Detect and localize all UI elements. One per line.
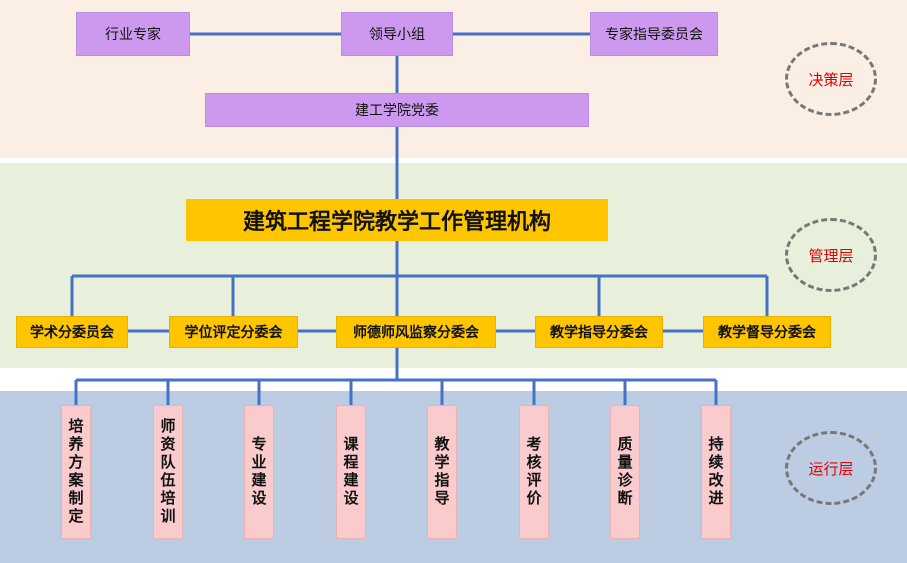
leading-group-node: 领导小组	[341, 12, 453, 56]
management-layer-label: 管理层	[785, 218, 877, 292]
operation-item-6: 考核评价	[519, 405, 549, 539]
industry-experts-node: 行业专家	[76, 12, 190, 56]
operation-item-3: 专业建设	[244, 405, 274, 539]
subcommittee-degree: 学位评定分委会	[169, 316, 298, 348]
expert-guidance-committee-node: 专家指导委员会	[590, 12, 718, 56]
operation-item-5: 教学指导	[427, 405, 457, 539]
decision-layer-label: 决策层	[785, 42, 877, 116]
party-committee-node: 建工学院党委	[205, 93, 589, 127]
operation-item-8: 持续改进	[701, 405, 731, 539]
operation-item-4: 课程建设	[336, 405, 366, 539]
subcommittee-teaching-supervision: 教学督导分委会	[703, 316, 831, 348]
subcommittee-academic: 学术分委员会	[16, 316, 128, 348]
operation-layer-label: 运行层	[785, 431, 877, 505]
management-title: 建筑工程学院教学工作管理机构	[186, 199, 608, 241]
operation-item-1: 培养方案制定	[61, 405, 91, 539]
subcommittee-teaching-guidance: 教学指导分委会	[535, 316, 663, 348]
operation-item-7: 质量诊断	[610, 405, 640, 539]
operation-item-2: 师资队伍培训	[153, 405, 183, 539]
subcommittee-ethics: 师德师风监察分委会	[336, 316, 496, 348]
